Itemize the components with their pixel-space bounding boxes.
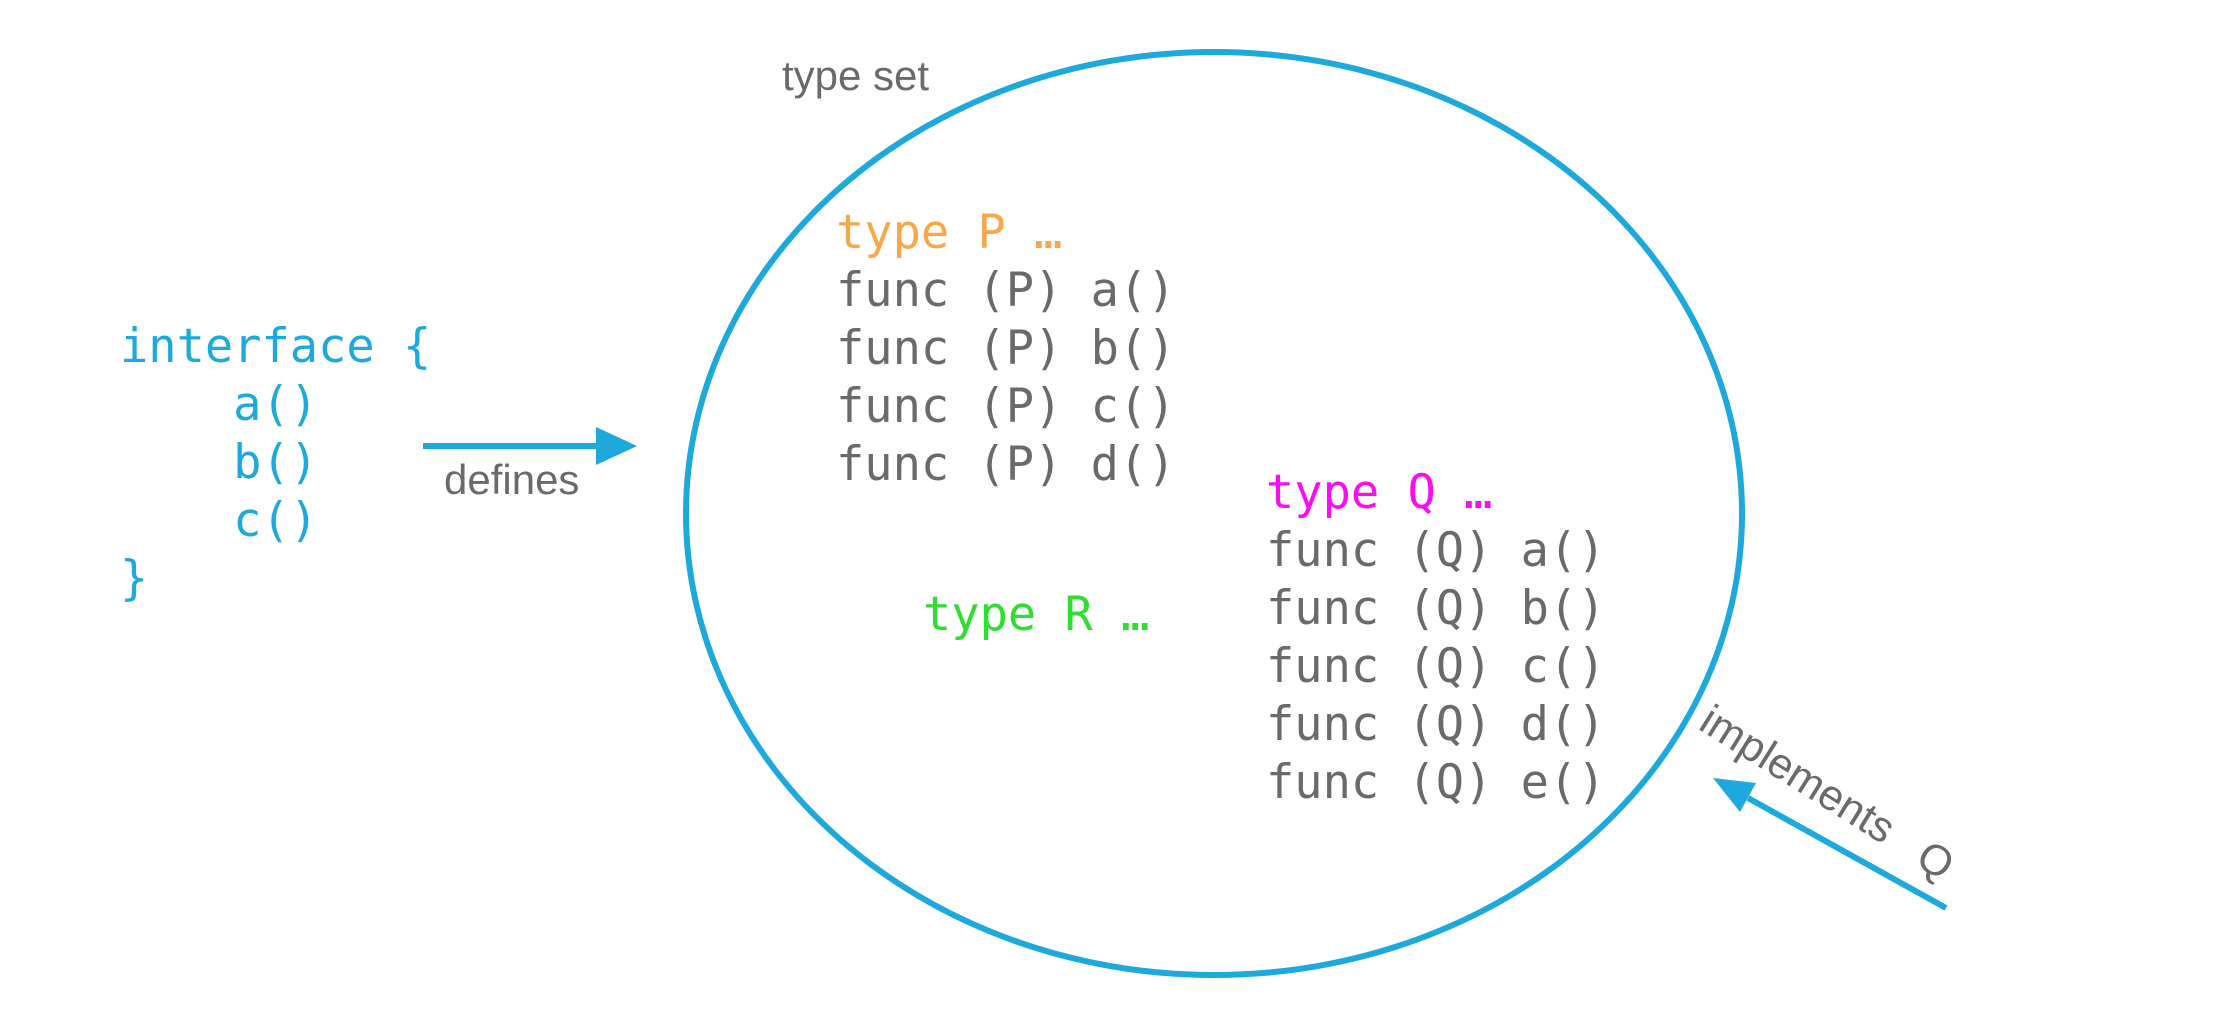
interface-code-block: interface { a() b() c() } xyxy=(120,319,432,606)
type-r-title: type R … xyxy=(923,587,1150,642)
type-set-circle xyxy=(683,49,1745,978)
implements-arrow-head-icon xyxy=(1713,778,1756,812)
defines-label: defines xyxy=(444,456,580,503)
defines-arrow-head-icon xyxy=(596,427,637,465)
type-q-title: type Q … xyxy=(1266,465,1493,520)
type-p-title: type P … xyxy=(836,205,1063,260)
implements-label: implements Q xyxy=(1691,696,1963,890)
type-p-methods: func (P) a() func (P) b() func (P) c() f… xyxy=(836,263,1176,492)
type-set-label: type set xyxy=(782,52,930,99)
type-q-methods: func (Q) a() func (Q) b() func (Q) c() f… xyxy=(1266,523,1606,810)
